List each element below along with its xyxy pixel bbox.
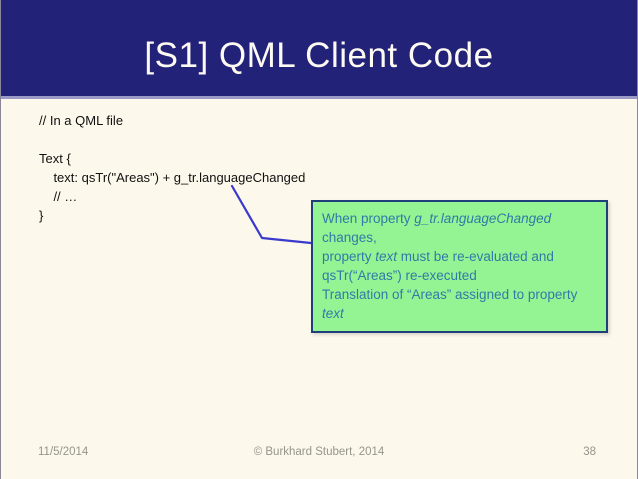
footer-page-number: 38	[583, 446, 596, 458]
code-line	[39, 130, 305, 149]
slide-footer: 11/5/2014 © Burkhard Stubert, 2014 38	[1, 446, 637, 462]
code-line: // …	[39, 189, 78, 204]
footer-date: 11/5/2014	[38, 446, 89, 458]
slide-title: [S1] QML Client Code	[144, 36, 494, 75]
callout-line: When property g_tr.languageChanged chang…	[322, 211, 552, 245]
code-line: // In a QML file	[39, 113, 124, 128]
code-line: }	[39, 208, 44, 223]
code-line: Text {	[39, 151, 71, 166]
slide-header-band: [S1] QML Client Code	[1, 0, 637, 99]
callout-line: property text must be re-evaluated and	[322, 249, 554, 264]
callout-line: qsTr(“Areas”) re-executed	[322, 268, 477, 283]
callout-line: Translation of “Areas” assigned to prope…	[322, 287, 578, 321]
code-line: text: qsTr("Areas") + g_tr.languageChang…	[39, 170, 306, 185]
footer-copyright: © Burkhard Stubert, 2014	[253, 446, 385, 458]
callout-box: When property g_tr.languageChanged chang…	[311, 200, 608, 333]
code-block: // In a QML file Text { text: qsTr("Area…	[39, 111, 305, 225]
